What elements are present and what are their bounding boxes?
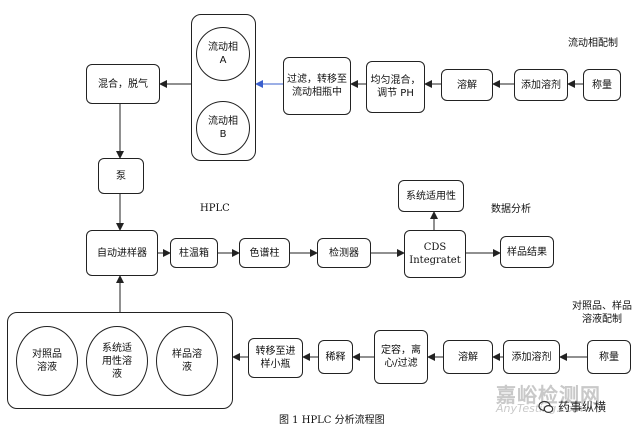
mobile-phase-a: 流动相 A — [196, 27, 250, 81]
step-volume-centrifuge-filter: 定容，离 心/过滤 — [374, 330, 428, 384]
section-label-hplc: HPLC — [200, 203, 230, 214]
step-mix-degas: 混合，脱气 — [86, 64, 160, 104]
step-transfer-vial: 转移至进 样小瓶 — [248, 338, 303, 378]
step-weigh-bottom: 称量 — [587, 340, 631, 374]
step-sample-result: 样品结果 — [500, 236, 554, 268]
reference-solution: 对照品 溶液 — [16, 326, 78, 396]
step-system-suitability: 系统适用性 — [398, 180, 464, 212]
step-detector: 检测器 — [317, 238, 371, 268]
step-dissolve-top: 溶解 — [441, 69, 493, 101]
system-suitability-solution: 系统适 用性溶 液 — [86, 326, 148, 396]
step-weigh-top: 称量 — [583, 69, 621, 101]
step-mix-adjust-ph: 均匀混合， 调节 PH — [366, 61, 425, 113]
step-add-solvent-bottom: 添加溶剂 — [503, 340, 560, 374]
mobile-phase-b: 流动相 B — [196, 101, 250, 155]
sample-solution: 样品溶 液 — [156, 326, 218, 396]
step-dissolve-bottom: 溶解 — [443, 340, 493, 374]
section-label-data-analysis: 数据分析 — [491, 204, 531, 215]
step-add-solvent-top: 添加溶剂 — [514, 69, 568, 101]
step-column-oven: 柱温箱 — [170, 238, 218, 268]
watermark-account: 药事纵横 — [558, 400, 607, 414]
step-cds: CDS Integratet — [404, 230, 466, 278]
step-filter-transfer: 过滤，转移至 流动相瓶中 — [283, 57, 351, 115]
section-label-ref-sample-prep: 对照品、样品 溶液配制 — [572, 301, 632, 325]
step-pump: 泵 — [98, 158, 144, 194]
step-autosampler: 自动进样器 — [86, 230, 158, 276]
section-label-mobile-phase-prep: 流动相配制 — [568, 38, 618, 49]
step-dilute: 稀释 — [318, 340, 353, 374]
step-column: 色谱柱 — [239, 238, 290, 268]
wechat-icon — [538, 399, 554, 415]
figure-caption: 图 1 HPLC 分析流程图 — [279, 415, 385, 426]
